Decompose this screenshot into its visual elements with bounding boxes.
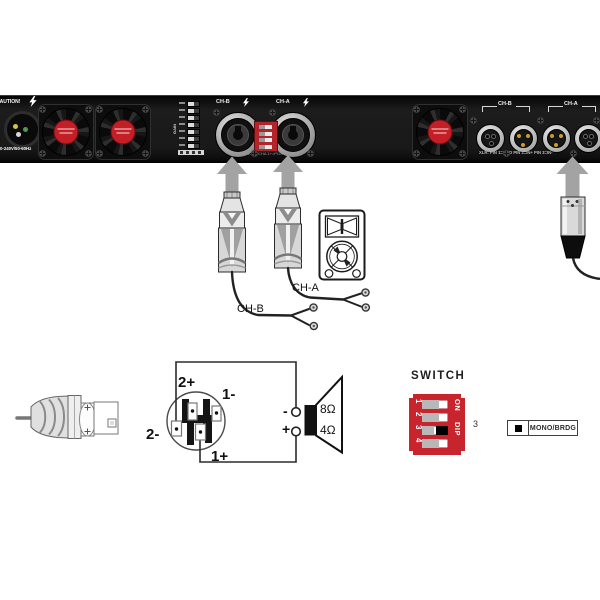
speakon-plug-cha xyxy=(273,187,303,269)
gain-switch-row xyxy=(179,128,205,135)
screw-icon xyxy=(306,149,314,157)
speakon-legend: SPEAKON CHA 1+=POS 1-=NEG xyxy=(237,151,299,156)
dip-switch: 1 2 3 4 ON DIP xyxy=(408,393,466,456)
xlr-link-cha xyxy=(541,123,571,153)
gain-switch-row xyxy=(179,107,205,114)
dip-number-1: 1 xyxy=(413,399,423,404)
speaker-plus-label: + xyxy=(282,421,291,437)
mode-legend-box: MONO/BRDG xyxy=(507,420,578,436)
gain-switch-row xyxy=(179,100,205,107)
dip-on-label: ON xyxy=(453,399,462,412)
gain-switch-row xyxy=(179,142,205,149)
dip-number-4: 4 xyxy=(413,438,423,443)
gain-switch-row xyxy=(179,121,205,128)
cooling-fan xyxy=(38,104,94,160)
screw-icon xyxy=(38,149,46,157)
xlr-plug-cha xyxy=(560,196,600,280)
lightning-icon xyxy=(29,96,37,107)
speaker-plus-terminal xyxy=(290,426,302,437)
switch-position-number: 3 xyxy=(473,419,479,429)
mode-indicator-square xyxy=(514,424,522,432)
screw-icon xyxy=(536,116,544,124)
gain-label: GAIN xyxy=(172,124,177,134)
speakon-cha-label: CH-A xyxy=(276,99,290,105)
ring-terminal-icon xyxy=(309,303,319,331)
screw-icon xyxy=(412,105,420,113)
gain-switch-block xyxy=(179,100,205,150)
screw-icon xyxy=(38,105,46,113)
screw-icon xyxy=(458,149,466,157)
speakon-plug-side-view xyxy=(15,395,119,439)
dip-switch-1 xyxy=(422,399,448,409)
dip-number-2: 2 xyxy=(413,412,423,417)
speakon-plug-chb xyxy=(217,191,247,273)
pin-label-1minus: 1- xyxy=(222,386,236,403)
xlr-input-chb xyxy=(475,123,505,153)
xlr-input-cha xyxy=(573,123,600,153)
speaker-cabinet xyxy=(318,209,366,281)
amplifier-rear-panel: CAUTION! 0-240V/50-60Hz GAIN xyxy=(0,95,600,163)
screw-icon xyxy=(141,105,149,113)
mode-label: MONO/BRDG xyxy=(529,424,577,432)
xlr-link-chb xyxy=(508,123,538,153)
speaker-minus-terminal xyxy=(290,406,302,418)
pin-label-2plus: 2+ xyxy=(178,374,196,391)
screw-icon xyxy=(84,105,92,113)
dip-number-3: 3 xyxy=(413,425,423,430)
fan-label xyxy=(53,119,79,145)
switch-title: SWITCH xyxy=(411,370,466,382)
bridge-dip-switch-panel xyxy=(254,121,278,152)
xlr-chb-label: CH-B xyxy=(498,101,512,107)
screw-icon xyxy=(250,149,258,157)
impedance-8ohm-label: 8Ω xyxy=(320,402,336,416)
voltage-rating-label: 0-240V/50-60Hz xyxy=(0,146,32,151)
speakon-chb-label: CH-B xyxy=(216,99,230,105)
dip-dip-label: DIP xyxy=(453,422,462,437)
speaker-cable-chb xyxy=(230,270,310,326)
screw-icon xyxy=(268,108,276,116)
gain-switch-row xyxy=(179,114,205,121)
xlr-legend: XLR: PIN 1=GND PIN 2=IN+ PIN 3=IN- xyxy=(479,149,553,155)
dip-switch-4 xyxy=(422,438,448,448)
xlr-cha-label: CH-A xyxy=(564,101,578,107)
caution-label: CAUTION! xyxy=(0,99,21,105)
screw-icon xyxy=(502,149,510,157)
cable-label-chb: CH-B xyxy=(237,303,264,315)
ring-terminal-icon xyxy=(361,288,371,312)
screw-icon xyxy=(469,116,477,124)
mode-indicator-cell xyxy=(508,421,529,435)
lightning-icon xyxy=(243,98,249,107)
dip-switch-3 xyxy=(422,425,448,435)
screw-icon xyxy=(95,105,103,113)
fan-label xyxy=(427,119,453,145)
power-inlet xyxy=(4,111,41,148)
gain-mini-dip xyxy=(178,150,204,155)
gain-switch-row xyxy=(179,135,205,142)
impedance-4ohm-label: 4Ω xyxy=(320,423,336,437)
dip-switch-2 xyxy=(422,412,448,422)
cable-label-cha: CH-A xyxy=(292,282,319,294)
screw-icon xyxy=(212,108,220,116)
screw-icon xyxy=(141,149,149,157)
speaker-minus-label: - xyxy=(283,403,288,419)
power-pin-white xyxy=(16,132,21,137)
pin-label-2minus: 2- xyxy=(146,426,160,443)
pin-label-1plus: 1+ xyxy=(211,448,229,465)
screw-icon xyxy=(569,149,577,157)
screw-icon xyxy=(458,105,466,113)
screw-icon xyxy=(95,149,103,157)
screw-icon xyxy=(412,149,420,157)
wire-minus xyxy=(175,361,297,429)
lightning-icon xyxy=(303,98,309,107)
screw-icon xyxy=(592,116,600,124)
fan-label xyxy=(110,119,136,145)
power-pin-yellow xyxy=(13,124,18,129)
speaker-driver-symbol xyxy=(304,405,316,436)
screw-icon xyxy=(84,149,92,157)
power-pin-green xyxy=(23,127,28,132)
